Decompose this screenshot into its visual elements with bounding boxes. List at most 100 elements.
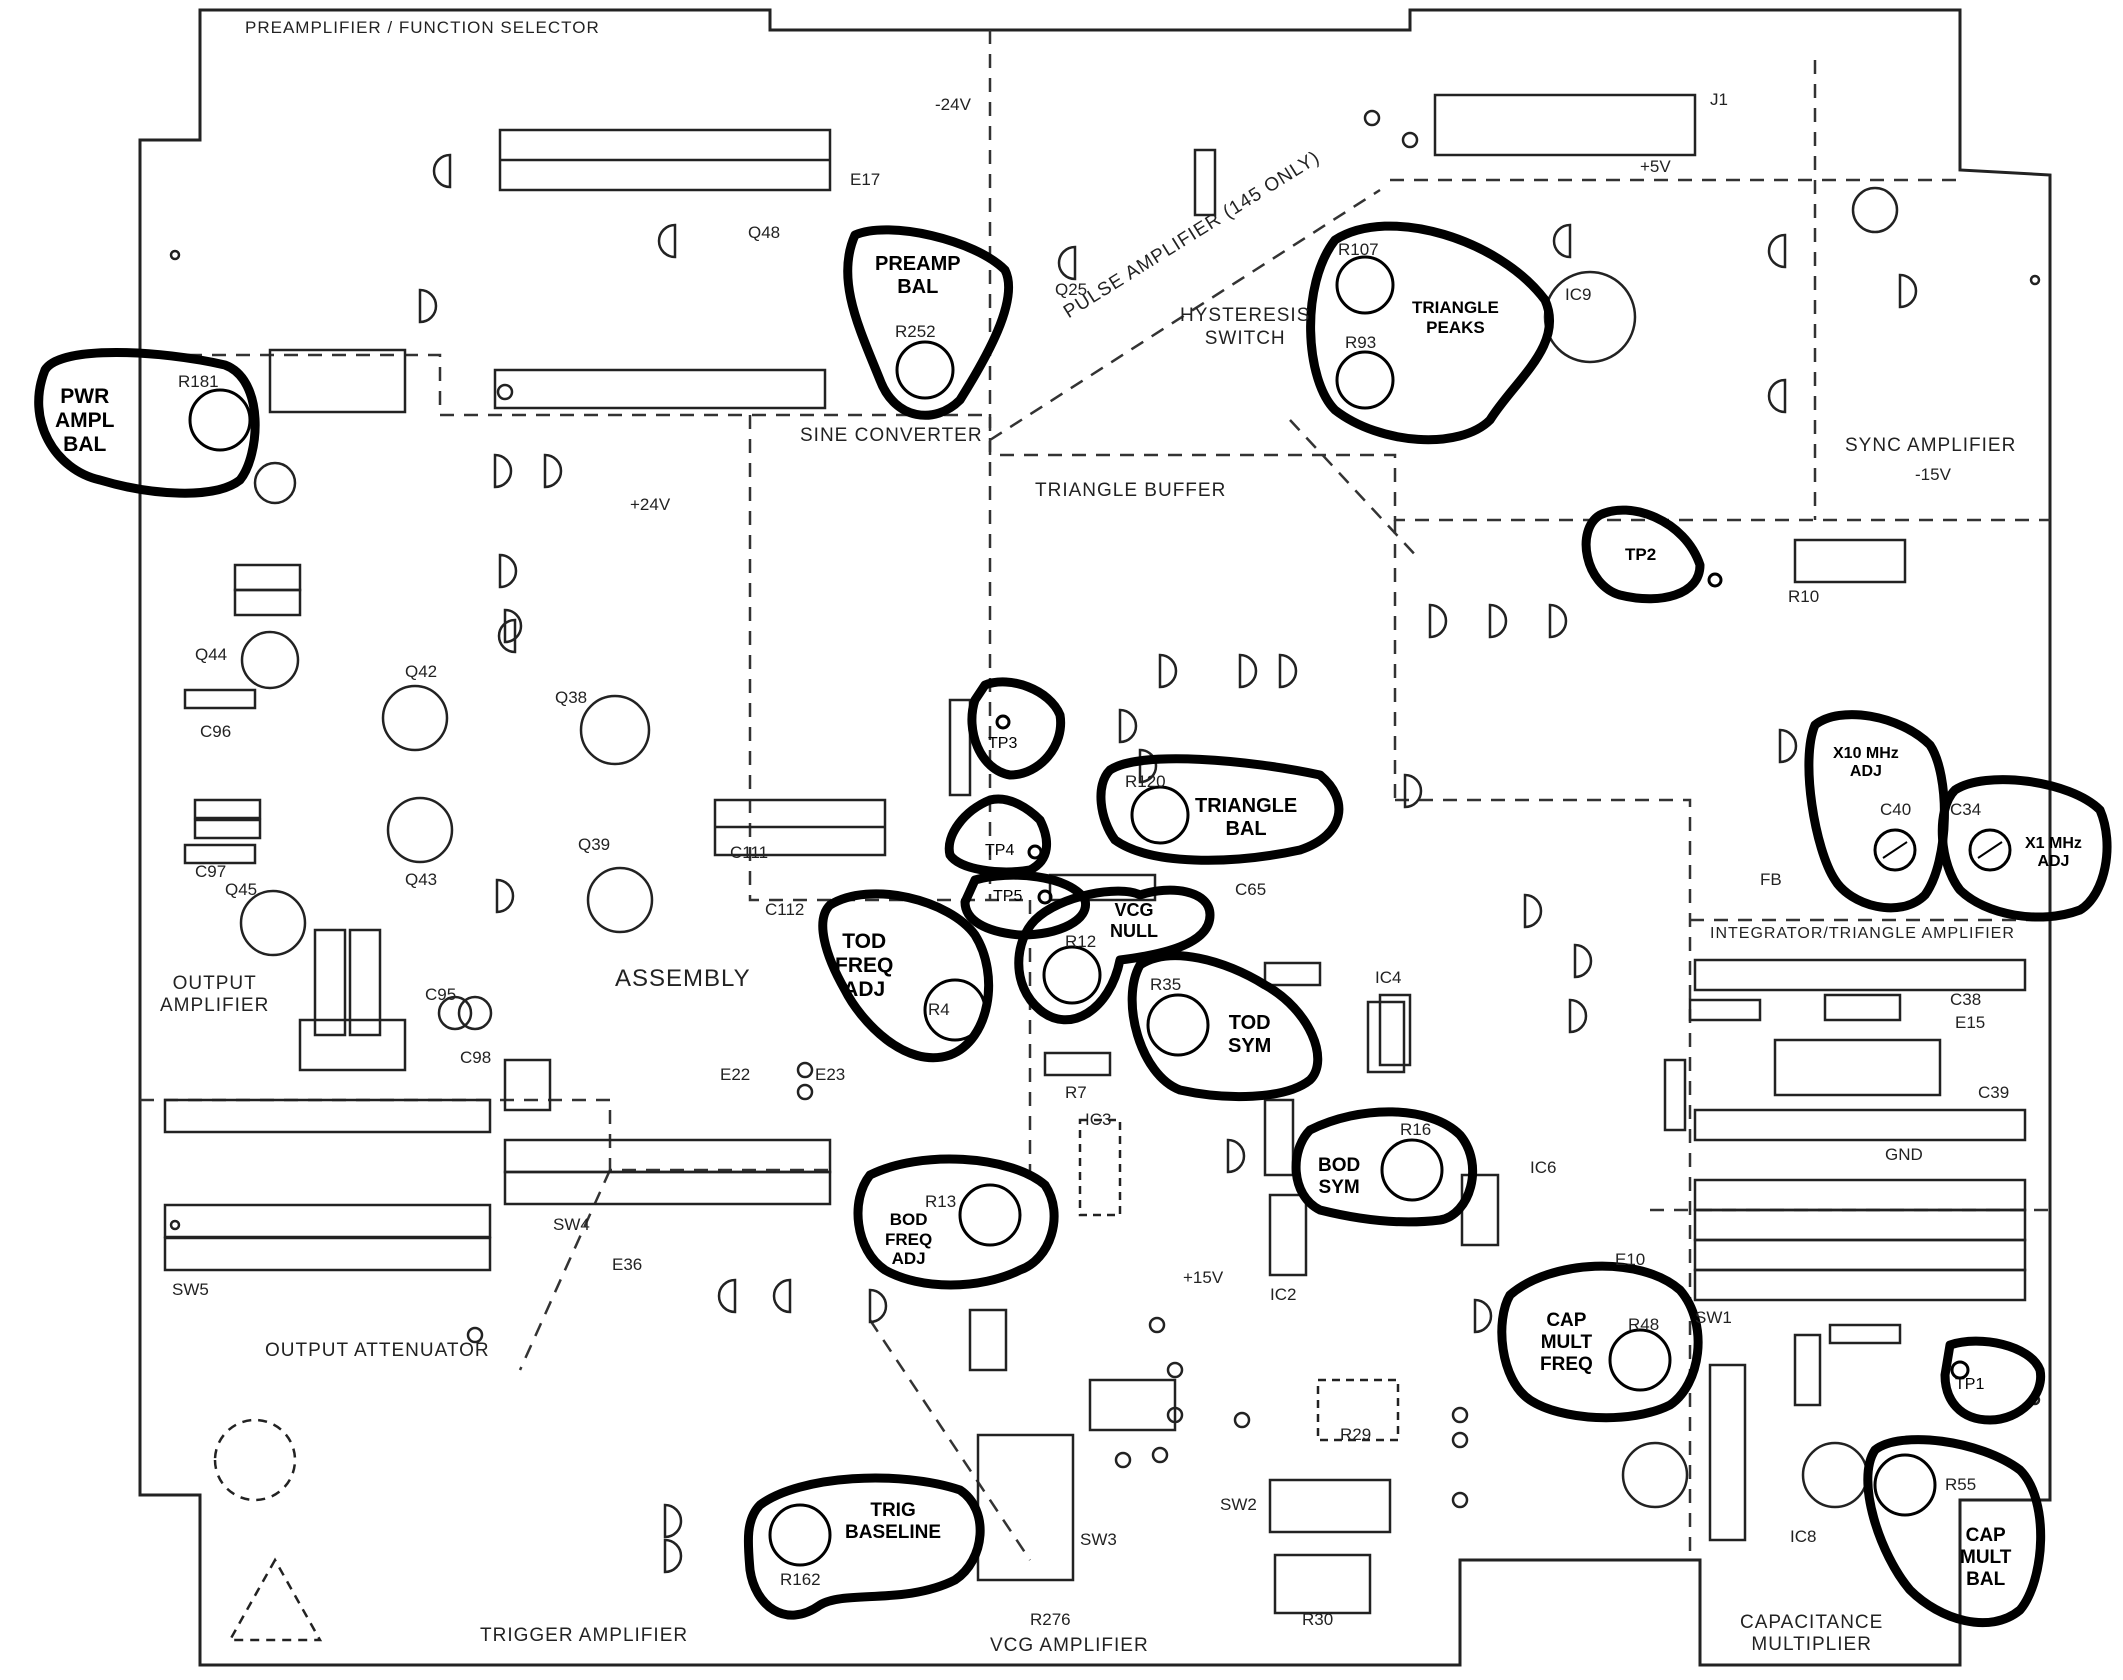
section-trigger-amplifier: TRIGGER AMPLIFIER (480, 1625, 689, 1646)
outline-bod-freq-adj (853, 1154, 1059, 1290)
callout-vcg-null: VCG NULL (1110, 900, 1158, 941)
label-ic2: IC2 (1270, 1285, 1297, 1304)
testpoint-tp1 (1950, 1360, 1970, 1380)
pot-r55 (1873, 1453, 1937, 1517)
section-sync-amplifier: SYNC AMPLIFIER (1845, 435, 2017, 456)
label-e36: E36 (612, 1255, 643, 1274)
label-minus24v: -24V (935, 95, 971, 114)
pot-r162 (768, 1503, 832, 1567)
label-q48: Q48 (748, 223, 781, 242)
callout-triangle-bal: TRIANGLE BAL (1195, 795, 1298, 840)
label-q38: Q38 (555, 688, 588, 707)
section-assembly: ASSEMBLY (615, 965, 751, 992)
pot-r120 (1130, 785, 1190, 845)
outline-tod-freq-adj (818, 889, 994, 1063)
callout-pwr-ampl-bal: PWR AMPL BAL (55, 385, 115, 457)
pot-r12 (1042, 945, 1102, 1005)
label-q44: Q44 (195, 645, 228, 664)
outline-triangle-peaks (1306, 221, 1555, 445)
callout-bod-freq-adj: BOD FREQ ADJ (885, 1210, 933, 1269)
label-r7: R7 (1065, 1083, 1087, 1102)
label-q43: Q43 (405, 870, 438, 889)
label-fb: FB (1760, 870, 1782, 889)
callout-tp2: TP2 (1625, 545, 1657, 564)
label-plus15v: +15V (1183, 1268, 1224, 1287)
label-r29: R29 (1340, 1425, 1372, 1444)
trimcap-label-c34: C34 (1950, 800, 1982, 819)
pot-label-r55: R55 (1945, 1475, 1977, 1494)
callout-cap-mult-bal: CAP MULT BAL (1960, 1525, 2012, 1590)
label-sw5: SW5 (172, 1280, 209, 1299)
testpoint-tp5 (1037, 889, 1053, 905)
label-sw3: SW3 (1080, 1530, 1117, 1549)
callout-x1mhz-adj: X1 MHz ADJ (2025, 835, 2082, 871)
label-minus15v: -15V (1915, 465, 1951, 484)
outline-tp5 (960, 870, 1090, 940)
callout-tp4: TP4 (985, 842, 1015, 859)
label-c111: C111 (730, 843, 769, 862)
pot-r4 (923, 978, 987, 1042)
pot-label-r12: R12 (1065, 932, 1097, 951)
callout-tod-freq-adj: TOD FREQ ADJ (835, 930, 894, 1002)
label-e22: E22 (720, 1065, 751, 1084)
section-triangle-buffer: TRIANGLE BUFFER (1035, 480, 1227, 501)
section-hysteresis-switch: HYSTERESIS SWITCH (1180, 305, 1311, 349)
label-c65: C65 (1235, 880, 1267, 899)
label-c112: C112 (765, 900, 805, 919)
section-integrator-triangle-amplifier: INTEGRATOR/TRIANGLE AMPLIFIER (1710, 925, 2015, 942)
callout-trig-baseline: TRIG BASELINE (845, 1500, 942, 1543)
label-ic9: IC9 (1565, 285, 1592, 304)
section-preamplifier-function-selector: PREAMPLIFIER / FUNCTION SELECTOR (245, 18, 600, 37)
callout-tp1: TP1 (1955, 1376, 1985, 1393)
label-c97: C97 (195, 862, 227, 881)
pot-r48 (1608, 1328, 1672, 1392)
pot-r181 (188, 388, 252, 452)
outline-tp1 (1940, 1336, 2046, 1425)
label-ic4: IC4 (1375, 968, 1402, 987)
callout-bod-sym: BOD SYM (1318, 1155, 1361, 1198)
pot-label-r13: R13 (925, 1192, 957, 1211)
label-r10: R10 (1788, 587, 1820, 606)
section-vcg-amplifier: VCG AMPLIFIER (990, 1635, 1149, 1656)
pot-label-r48: R48 (1628, 1315, 1660, 1334)
label-sw4: SW4 (553, 1215, 590, 1234)
outline-vcg-null (1014, 885, 1215, 1025)
outline-triangle-bal (1096, 754, 1344, 865)
label-ic6: IC6 (1530, 1158, 1557, 1177)
callout-tp3: TP3 (988, 735, 1018, 752)
outline-tod-sym (1127, 951, 1323, 1102)
pot-r13 (958, 1183, 1022, 1247)
label-q42: Q42 (405, 662, 438, 681)
label-r30: R30 (1302, 1610, 1334, 1629)
trimcap-c34 (1968, 828, 2012, 872)
trimcap-label-c40: C40 (1880, 800, 1912, 819)
pot-r16 (1380, 1138, 1444, 1202)
section-output-attenuator: OUTPUT ATTENUATOR (265, 1340, 490, 1361)
outline-cap-mult-bal (1863, 1435, 2046, 1628)
outline-tp3 (967, 677, 1066, 780)
pot-r107 (1335, 255, 1395, 315)
pot-label-r16: R16 (1400, 1120, 1432, 1139)
label-c96: C96 (200, 722, 232, 741)
label-q45: Q45 (225, 880, 258, 899)
trimcap-c40 (1873, 828, 1917, 872)
callout-triangle-peaks: TRIANGLE PEAKS (1412, 298, 1499, 337)
outline-preamp-bal (843, 225, 1014, 420)
label-sw2: SW2 (1220, 1495, 1257, 1514)
pot-label-r4: R4 (928, 1000, 950, 1019)
section-capacitance-multiplier: CAPACITANCE MULTIPLIER (1740, 1612, 1884, 1655)
label-q25: Q25 (1055, 280, 1088, 299)
testpoint-tp4 (1027, 844, 1043, 860)
outline-trig-baseline (743, 1473, 985, 1620)
label-e10: E10 (1615, 1250, 1646, 1269)
label-e23: E23 (815, 1065, 846, 1084)
label-ic3: IC3 (1085, 1110, 1112, 1129)
outline-tp2 (1581, 505, 1705, 604)
outline-cap-mult-freq (1497, 1261, 1703, 1423)
pot-label-r107: R107 (1338, 240, 1379, 259)
label-e15: E15 (1955, 1013, 1986, 1032)
callout-x10mhz-adj: X10 MHz ADJ (1833, 745, 1899, 781)
pot-label-r35: R35 (1150, 975, 1182, 994)
outline-pwr-ampl-bal (34, 348, 260, 498)
